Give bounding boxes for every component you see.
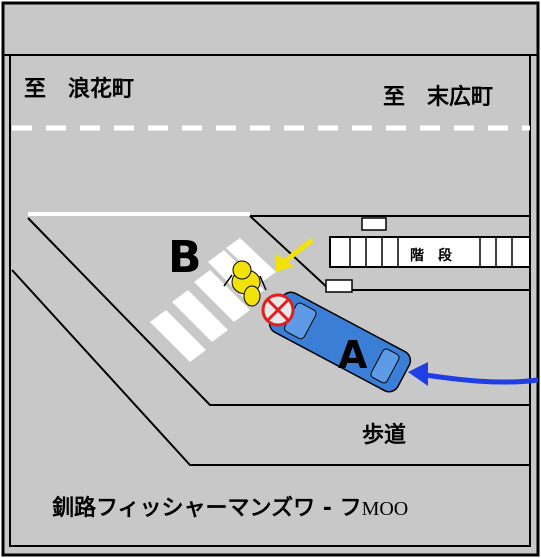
- label-sidewalk: 歩道: [362, 422, 406, 448]
- left-curb-line: [27, 217, 530, 406]
- label-a: A: [338, 333, 368, 377]
- stairs: [329, 236, 531, 268]
- label-to-suehiro: 至 末広町: [383, 84, 493, 110]
- sign-bottom: [325, 279, 353, 293]
- label-to-namiki: 至 浪花町: [24, 76, 134, 102]
- stairs-label: 階 段: [410, 247, 452, 264]
- caption-suffix: MOO: [362, 498, 409, 520]
- car-direction-arrow: [408, 362, 539, 386]
- pedestrian-icon: [223, 260, 267, 307]
- main-frame: [9, 54, 531, 547]
- pedestrian-direction-arrow: [276, 238, 314, 272]
- caption-main: 釧路フィッシャーマンズワ - フ: [52, 495, 362, 521]
- no-entry-icon: [261, 293, 295, 327]
- label-b: B: [168, 232, 202, 283]
- outer-curb-line: [11, 269, 530, 466]
- caption: 釧路フィッシャーマンズワ - フMOO: [52, 495, 408, 521]
- sign-top: [361, 217, 387, 231]
